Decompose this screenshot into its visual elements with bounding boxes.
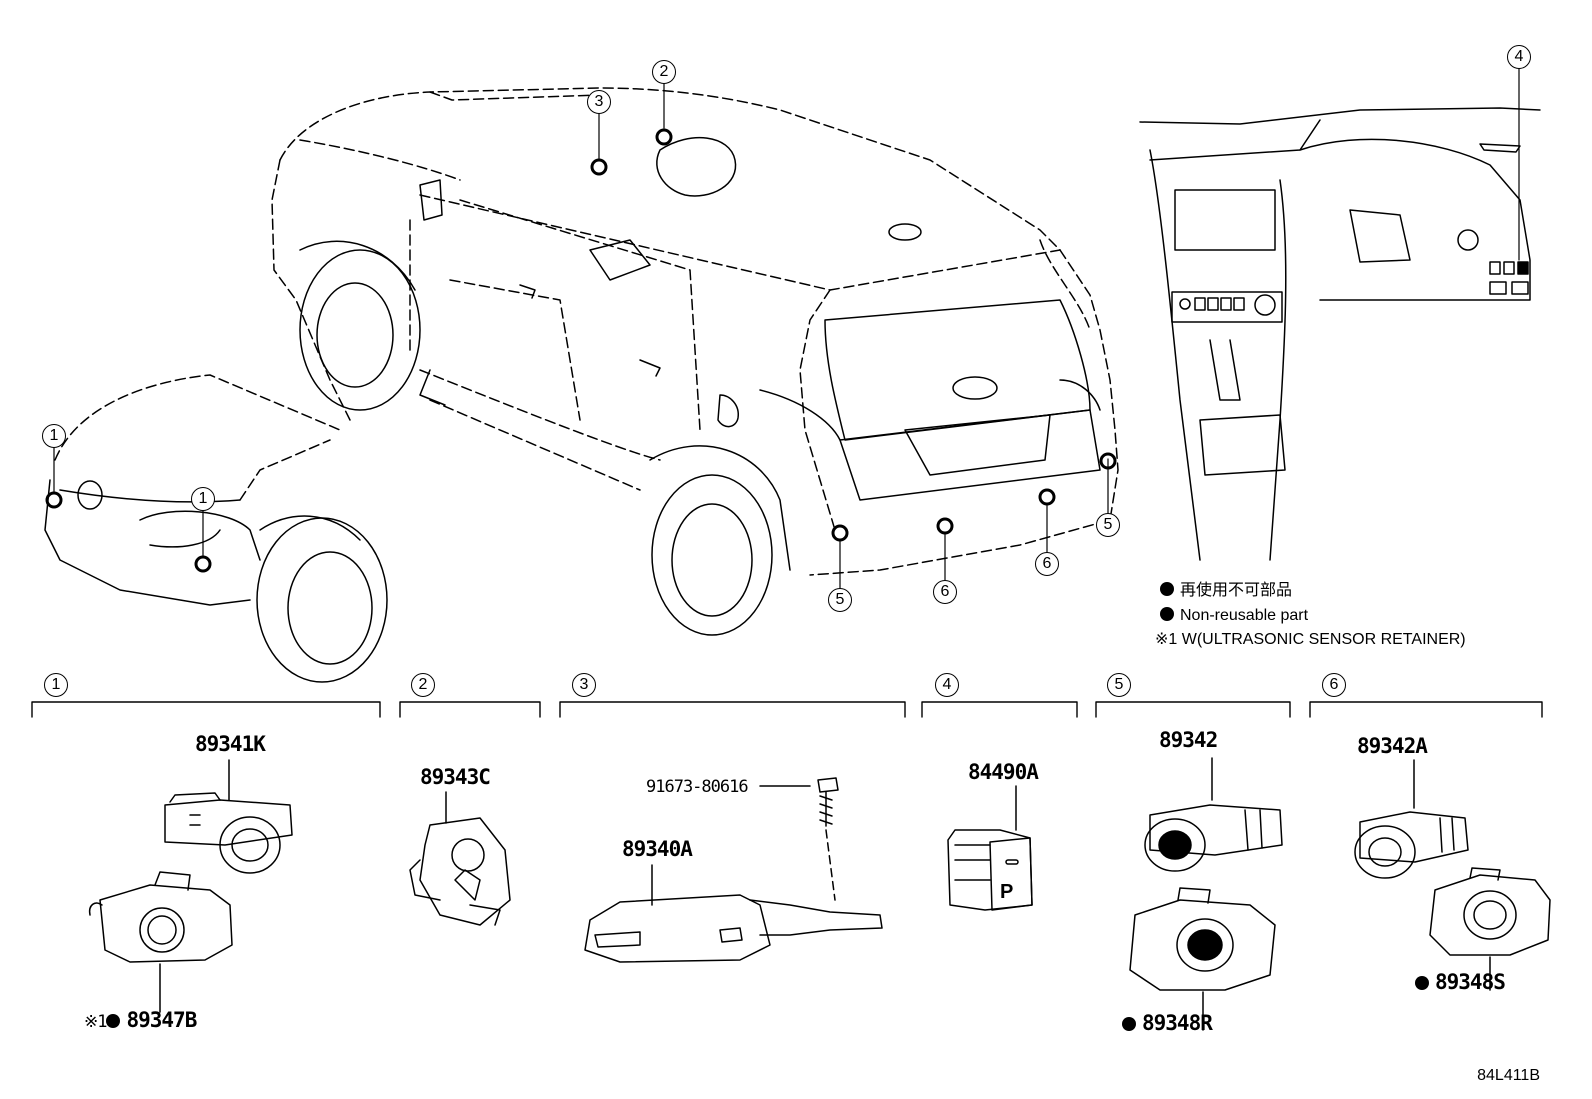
callout-6-rear-center: 6 [933, 580, 957, 604]
retainer-note-mark: ※1 [84, 1012, 108, 1032]
group-label-4: 4 [935, 673, 959, 697]
group-label-1: 1 [44, 673, 68, 697]
non-reusable-dot-icon [1415, 976, 1429, 990]
callout-4: 4 [1507, 45, 1531, 69]
callout-2: 2 [652, 60, 676, 84]
switch-84490A-drawing [947, 785, 1033, 911]
retainer-89348S-drawing [1429, 867, 1551, 991]
suv-body-outline [271, 87, 1119, 576]
callout-1-front-left: 1 [42, 424, 66, 448]
part-number-89348S[interactable]: 89348S [1415, 970, 1506, 994]
part-number-89348R-text: 89348R [1142, 1011, 1213, 1035]
ecu-89340A-drawing [584, 777, 883, 963]
legend-line-japanese: 再使用不可部品 [1160, 582, 1292, 599]
non-reusable-dot-icon [1122, 1017, 1136, 1031]
callout-6-rear-inner: 6 [1035, 552, 1059, 576]
part-number-89340A[interactable]: 89340A [622, 837, 693, 861]
drawing-code: 84L411B [1477, 1067, 1540, 1084]
non-reusable-dot-icon [106, 1014, 121, 1028]
legend-dot-icon [1160, 607, 1174, 621]
sensor-location-markers [45, 128, 1117, 573]
part-number-84490A[interactable]: 84490A [968, 760, 1039, 784]
group-brackets [31, 701, 1543, 718]
retainer-89348R-drawing [1129, 887, 1276, 1031]
dashboard-view [1139, 107, 1541, 561]
part-number-89347B-text: 89347B [126, 1008, 197, 1032]
leader-lines [53, 67, 1520, 589]
sensor-89341K-drawing [164, 759, 293, 874]
suv-solid-details [419, 137, 1101, 501]
part-number-89342[interactable]: 89342 [1159, 728, 1218, 752]
sensor-89342A-drawing [1354, 759, 1469, 879]
callout-5-rear-left: 5 [828, 588, 852, 612]
group-label-5: 5 [1107, 673, 1131, 697]
group-label-2: 2 [411, 673, 435, 697]
part-number-89342A[interactable]: 89342A [1357, 734, 1428, 758]
switch-p-mark: P [1000, 881, 1013, 903]
part-number-91673-80616[interactable]: 91673-80616 [646, 777, 749, 797]
sensor-89343C-drawing [409, 791, 511, 926]
suv-wheels [299, 240, 791, 636]
part-number-89348R[interactable]: 89348R [1122, 1011, 1213, 1035]
group-label-3: 3 [572, 673, 596, 697]
callout-3: 3 [587, 90, 611, 114]
retainer-89347B-drawing [88, 871, 233, 1013]
part-number-89347B[interactable]: ※1 89347B [84, 1008, 197, 1032]
sensor-89342-drawing [1144, 757, 1283, 872]
part-number-89348S-text: 89348S [1435, 970, 1506, 994]
part-number-89341K[interactable]: 89341K [195, 732, 266, 756]
legend-note-retainer: ※1 W(ULTRASONIC SENSOR RETAINER) [1155, 631, 1466, 648]
group-label-6: 6 [1322, 673, 1346, 697]
callout-5-rear-right: 5 [1096, 513, 1120, 537]
legend-dot-icon [1160, 582, 1174, 596]
callout-1-front-corner: 1 [191, 487, 215, 511]
legend-line-english: Non-reusable part [1160, 607, 1308, 624]
front-bumper-view [44, 374, 388, 683]
part-number-89343C[interactable]: 89343C [420, 765, 491, 789]
